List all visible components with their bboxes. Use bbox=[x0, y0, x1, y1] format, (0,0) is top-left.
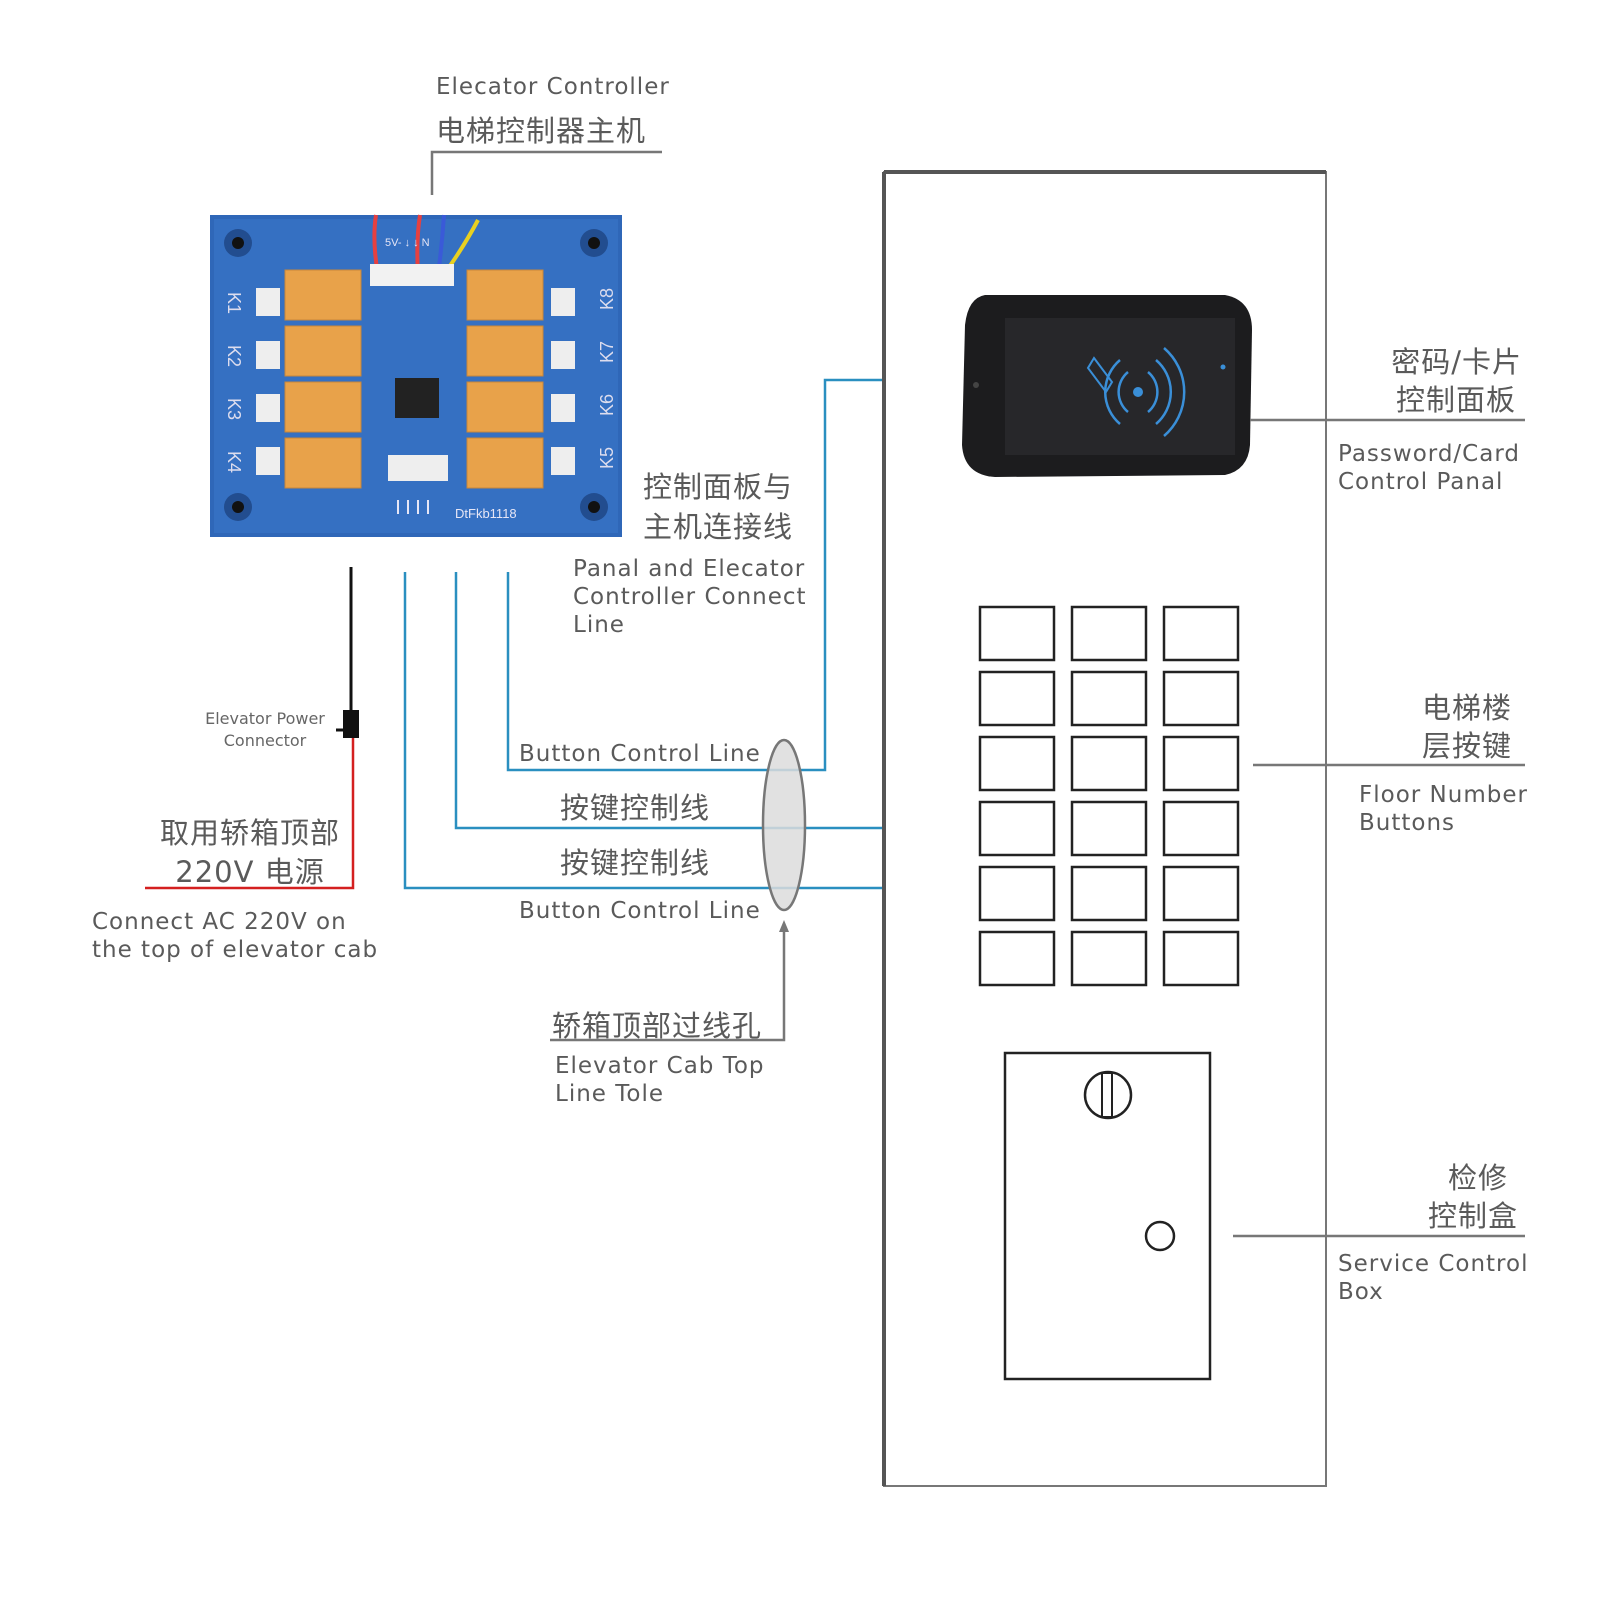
floor-button bbox=[1164, 607, 1238, 660]
relay bbox=[285, 326, 361, 376]
floor-button bbox=[1072, 932, 1146, 985]
floor-button bbox=[980, 932, 1054, 985]
button-line-zh-1: 按键控制线 bbox=[560, 785, 710, 827]
board-id: DtFkb1118 bbox=[455, 506, 517, 521]
floor-buttons-zh-2: 层按键 bbox=[1300, 723, 1512, 765]
card-panel-en-2: Control Panal bbox=[1338, 468, 1503, 496]
floor-button bbox=[980, 802, 1054, 855]
relay-label-left: K1 bbox=[224, 292, 244, 314]
relay-label-left: K3 bbox=[224, 398, 244, 420]
cable-hole-en-1: Elevator Cab Top bbox=[555, 1052, 765, 1080]
power-connector bbox=[343, 710, 359, 738]
relay-label-right: K6 bbox=[597, 394, 617, 416]
rfid-center bbox=[1133, 387, 1143, 397]
terminal bbox=[256, 288, 280, 316]
mount-hole bbox=[588, 237, 600, 249]
relay bbox=[285, 270, 361, 320]
service-box-zh-2: 控制盒 bbox=[1300, 1193, 1518, 1235]
card-panel-zh-1: 密码/卡片 bbox=[1300, 339, 1522, 381]
floor-button bbox=[980, 737, 1054, 790]
connect-line-zh-2: 主机连接线 bbox=[643, 504, 793, 546]
floor-button bbox=[1072, 867, 1146, 920]
relay-label-right: K7 bbox=[597, 341, 617, 363]
relay-label-right: K5 bbox=[597, 447, 617, 469]
reader-screw bbox=[973, 382, 979, 388]
terminal bbox=[551, 341, 575, 369]
relay bbox=[285, 382, 361, 432]
controller-leader-line bbox=[432, 152, 662, 195]
terminal bbox=[551, 447, 575, 475]
power-en-2: the top of elevator cab bbox=[92, 936, 378, 964]
service-box-en-1: Service Control bbox=[1338, 1250, 1528, 1278]
card-panel-en-1: Password/Card bbox=[1338, 440, 1520, 468]
floor-button bbox=[980, 607, 1054, 660]
key-slot bbox=[1102, 1073, 1112, 1117]
cable-hole-zh: 轿箱顶部过线孔 bbox=[552, 1003, 762, 1045]
ic-chip bbox=[395, 378, 439, 418]
terminal bbox=[551, 394, 575, 422]
connect-line-en-2: Controller Connect bbox=[573, 583, 807, 611]
power-zh-1: 取用轿箱顶部 bbox=[140, 810, 360, 852]
terminal bbox=[256, 394, 280, 422]
relay bbox=[467, 382, 543, 432]
relay-label-left: K2 bbox=[224, 345, 244, 367]
connect-line-en-1: Panal and Elecator bbox=[573, 555, 805, 583]
relay bbox=[467, 270, 543, 320]
arrow-head bbox=[779, 920, 789, 932]
floor-button bbox=[1072, 672, 1146, 725]
controller-label-en: Elecator Controller bbox=[436, 73, 670, 101]
button-line-zh-2: 按键控制线 bbox=[560, 840, 710, 882]
service-box-en-2: Box bbox=[1338, 1278, 1384, 1306]
service-indicator bbox=[1146, 1222, 1174, 1250]
floor-button bbox=[1072, 737, 1146, 790]
card-reader bbox=[962, 295, 1252, 477]
power-connector-label: Elevator Power Connector bbox=[190, 708, 340, 752]
mount-hole bbox=[232, 501, 244, 513]
floor-buttons-en-1: Floor Number bbox=[1359, 781, 1528, 809]
connect-line-zh-1: 控制面板与 bbox=[643, 464, 793, 506]
floor-button bbox=[1164, 737, 1238, 790]
floor-buttons-zh-1: 电梯楼 bbox=[1300, 685, 1512, 727]
connect-line-en-3: Line bbox=[573, 611, 625, 639]
mount-hole bbox=[588, 501, 600, 513]
floor-button bbox=[1072, 802, 1146, 855]
floor-button bbox=[1164, 867, 1238, 920]
service-box-zh-1: 检修 bbox=[1300, 1155, 1508, 1197]
card-panel-zh-2: 控制面板 bbox=[1300, 377, 1516, 419]
controller-label-zh: 电梯控制器主机 bbox=[436, 108, 646, 150]
controller-board: K1 K2 K3 K4 K8 K7 K6 K5 5V- ↓ ↓ N DtFkb1… bbox=[210, 215, 622, 537]
top-connector bbox=[370, 264, 454, 286]
status-led bbox=[1221, 365, 1226, 370]
floor-button bbox=[980, 867, 1054, 920]
power-zh-2: 220V 电源 bbox=[140, 849, 360, 891]
relay bbox=[467, 438, 543, 488]
power-connector-line1: Elevator Power bbox=[190, 708, 340, 730]
bottom-connector bbox=[388, 455, 448, 481]
terminal bbox=[256, 341, 280, 369]
floor-button bbox=[1164, 802, 1238, 855]
cable-hole-en-2: Line Tole bbox=[555, 1080, 664, 1108]
power-en-1: Connect AC 220V on bbox=[92, 908, 347, 936]
floor-button bbox=[1072, 607, 1146, 660]
floor-button bbox=[1164, 672, 1238, 725]
cable-hole bbox=[763, 740, 805, 910]
relay-label-left: K4 bbox=[224, 451, 244, 473]
power-connector-line2: Connector bbox=[190, 730, 340, 752]
button-line-top-label: Button Control Line bbox=[519, 740, 761, 768]
terminal bbox=[256, 447, 280, 475]
relay-label-right: K8 bbox=[597, 288, 617, 310]
floor-buttons-en-2: Buttons bbox=[1359, 809, 1455, 837]
mount-hole bbox=[232, 237, 244, 249]
wire-label: 5V- ↓ ↓ N bbox=[385, 237, 430, 249]
relay bbox=[467, 326, 543, 376]
floor-button bbox=[1164, 932, 1238, 985]
terminal bbox=[551, 288, 575, 316]
relay bbox=[285, 438, 361, 488]
floor-button bbox=[980, 672, 1054, 725]
button-line-bottom-label: Button Control Line bbox=[519, 897, 761, 925]
